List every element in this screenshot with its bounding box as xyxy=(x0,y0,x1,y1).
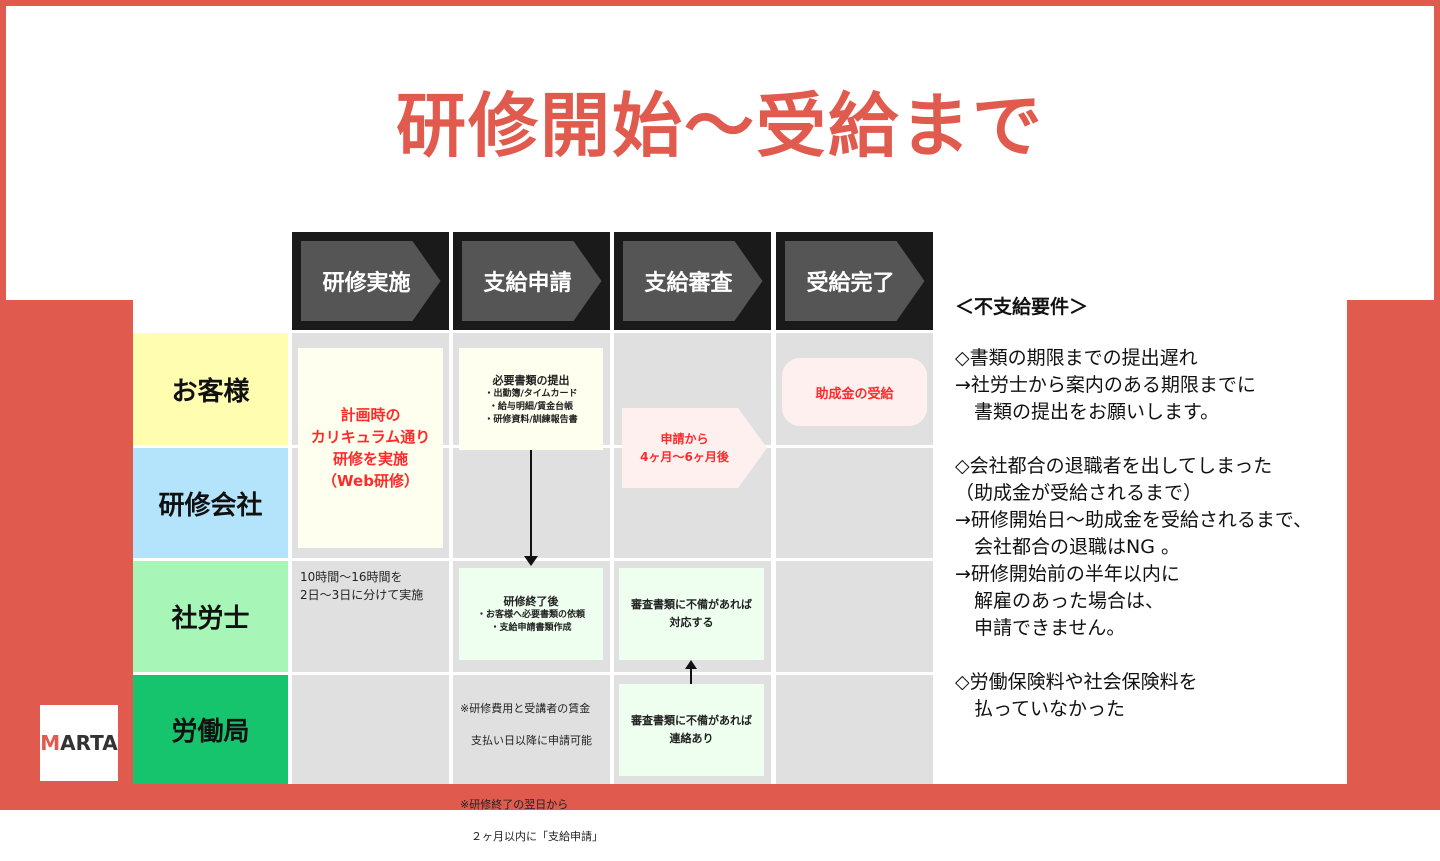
text-line: ・支給申請書類作成 xyxy=(490,623,572,633)
text-line: 連絡あり xyxy=(669,732,714,745)
spacer xyxy=(460,765,603,781)
grid-cell xyxy=(776,675,933,784)
text-line: 審査書類に不備があれば xyxy=(631,714,752,727)
phase-header-3: 支給審査 xyxy=(614,232,771,330)
grid-cell xyxy=(453,675,610,784)
grid-cell xyxy=(292,561,449,672)
phase-label: 研修実施 xyxy=(300,241,441,321)
text-line: 研修を実施 xyxy=(332,450,408,468)
respond-box: 審査書類に不備があれば 対応する xyxy=(619,568,764,660)
text-line: 申請から xyxy=(660,432,709,446)
text-line: カリキュラム通り xyxy=(310,428,431,446)
slide-frame xyxy=(0,0,1440,810)
slide-title: 研修開始〜受給まで xyxy=(396,85,1044,167)
text-line: 審査書類に不備があれば xyxy=(631,598,752,611)
text-line: 4ヶ月〜6ヶ月後 xyxy=(640,450,729,464)
phase-label: 支給審査 xyxy=(622,241,763,321)
text-line: 研修終了後 xyxy=(503,595,559,608)
text-line: 支払い日以降に申請可能 xyxy=(460,734,592,747)
training-note: 10時間〜16時間を 2日〜3日に分けて実施 xyxy=(300,568,423,604)
grid-cell xyxy=(776,448,933,558)
text-line: ・研修資料/訓練報告書 xyxy=(484,414,578,425)
training-box: 計画時の カリキュラム通り 研修を実施 （Web研修） xyxy=(298,348,443,548)
role-labor-bureau: 労働局 xyxy=(133,675,288,784)
text-line: 計画時の xyxy=(340,406,401,424)
requirements-heading: ＜不支給要件＞ xyxy=(955,296,1089,318)
phase-label: 支給申請 xyxy=(461,241,602,321)
docs-title: 必要書類の提出 xyxy=(492,373,570,387)
role-customer: お客様 xyxy=(133,333,288,445)
text-line: ※研修費用と受講者の賃金 xyxy=(460,702,591,715)
phase-header-1: 研修実施 xyxy=(292,232,449,330)
review-period-arrow: 申請から 4ヶ月〜6ヶ月後 xyxy=(622,408,767,488)
text-line: 2日〜3日に分けて実施 xyxy=(300,588,424,602)
notify-box: 審査書類に不備があれば 連絡あり xyxy=(619,684,764,776)
grid-cell xyxy=(776,561,933,672)
grid-cell xyxy=(292,675,449,784)
up-arrow-icon xyxy=(685,660,697,669)
text-line: （Web研修） xyxy=(322,472,419,490)
logo-text: ARTA xyxy=(60,731,118,755)
text-line: ２ヶ月以内に「支給申請」 xyxy=(460,830,603,843)
phase-label: 受給完了 xyxy=(784,241,925,321)
down-arrow-icon xyxy=(524,556,538,566)
receipt-box: 助成金の受給 xyxy=(782,358,927,426)
down-arrow-line xyxy=(530,450,532,560)
application-notes: ※研修費用と受講者の賃金 支払い日以降に申請可能 ※研修終了の翌日から ２ヶ月以… xyxy=(460,685,603,861)
text-line: ・お客様へ必要書類の依頼 xyxy=(476,610,585,620)
up-arrow-line xyxy=(690,668,692,686)
text-line: ※研修終了の翌日から xyxy=(460,798,569,811)
requirements-text: ◇書類の期限までの提出遅れ →社労士から案内のある期限までに 書類の提出をお願い… xyxy=(955,347,1313,720)
text-line: ・出勤簿/タイムカード xyxy=(484,388,578,399)
after-training-box: 研修終了後 ・お客様へ必要書類の依頼 ・支給申請書類作成 xyxy=(459,568,603,660)
text-line: ・給与明細/賃金台帳 xyxy=(488,401,574,412)
text-line: 対応する xyxy=(669,616,714,629)
role-labor-consultant: 社労士 xyxy=(133,561,288,672)
phase-header-4: 受給完了 xyxy=(776,232,933,330)
phase-header-2: 支給申請 xyxy=(453,232,610,330)
role-training-company: 研修会社 xyxy=(133,448,288,558)
text-line: 10時間〜16時間を xyxy=(300,570,403,584)
documents-box: 必要書類の提出 ・出勤簿/タイムカード ・給与明細/賃金台帳 ・研修資料/訓練報… xyxy=(459,348,603,450)
